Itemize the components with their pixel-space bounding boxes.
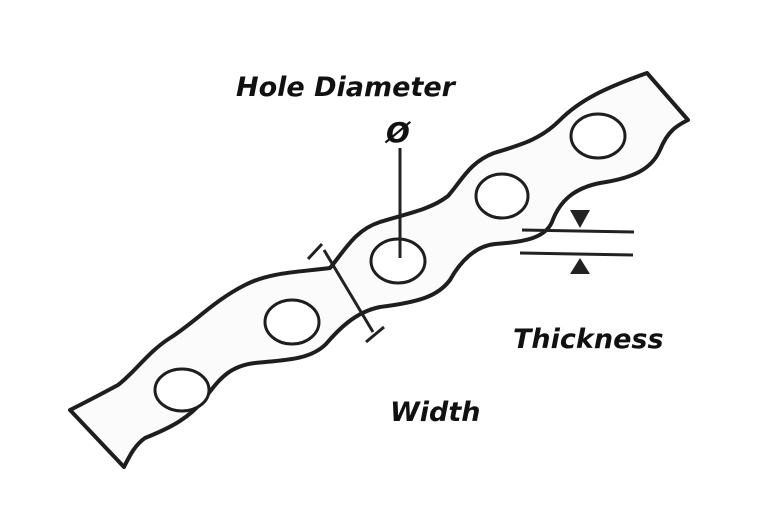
thickness-arrow-down-icon	[570, 210, 590, 228]
diameter-symbol: Ø	[384, 116, 412, 149]
hole-5	[569, 112, 627, 160]
width-dimension	[306, 242, 385, 344]
thickness-line-top	[521, 228, 635, 234]
width-label: Width	[390, 397, 481, 428]
hole-diameter-label: Hole Diameter	[236, 72, 457, 103]
width-tick-bottom	[365, 325, 385, 344]
hole-1	[153, 367, 211, 413]
hole-2	[263, 298, 321, 346]
width-dimension-line	[322, 249, 375, 333]
thickness-dimension	[519, 210, 635, 274]
holes	[153, 112, 627, 413]
thickness-line-bottom	[519, 251, 634, 257]
thickness-label: Thickness	[513, 324, 664, 355]
hole-4	[474, 172, 530, 220]
thickness-arrow-up-icon	[570, 258, 590, 274]
hole-3	[369, 237, 427, 285]
width-tick-top	[306, 242, 324, 261]
